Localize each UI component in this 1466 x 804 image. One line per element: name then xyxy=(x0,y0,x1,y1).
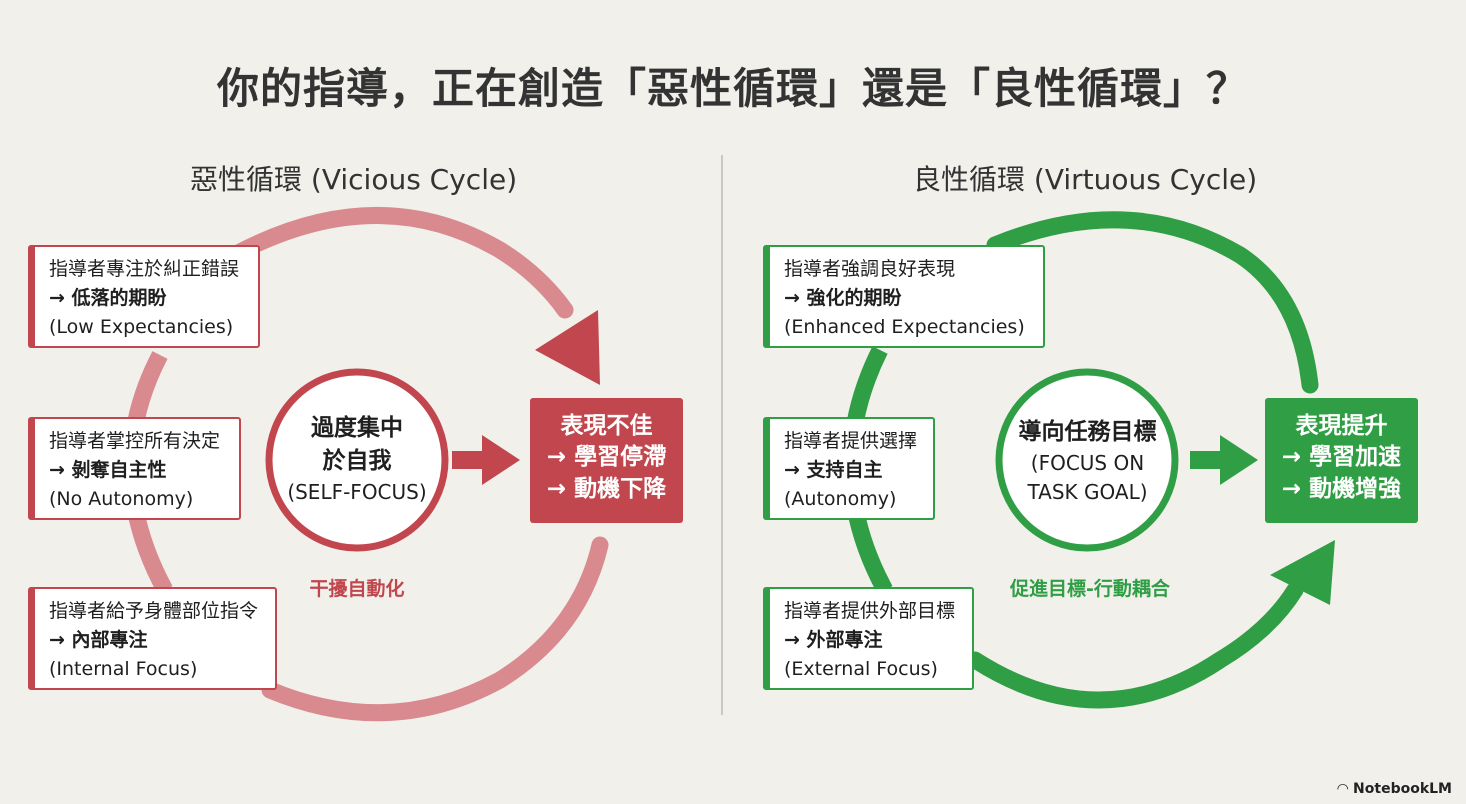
virtuous-center-circle xyxy=(995,368,1179,552)
vicious-box-3: 指導者給予身體部位指令 → 內部專注 (Internal Focus) xyxy=(28,587,277,690)
vicious-box-3-line2: → 內部專注 xyxy=(49,629,148,651)
virtuous-box-1-line2: → 強化的期盼 xyxy=(784,287,902,309)
vicious-cycle-ring xyxy=(122,207,609,722)
virtuous-box-1: 指導者強調良好表現 → 強化的期盼 (Enhanced Expectancies… xyxy=(763,245,1045,348)
vicious-heading: 惡性循環 (Vicious Cycle) xyxy=(190,163,518,196)
vicious-box-3-line1: 指導者給予身體部位指令 xyxy=(49,600,259,622)
vicious-box-3-line3: (Internal Focus) xyxy=(49,658,198,680)
vicious-center-text: 過度集中 於自我 (SELF-FOCUS) xyxy=(277,412,437,507)
vicious-center-line3: (SELF-FOCUS) xyxy=(287,480,427,504)
virtuous-result-box: 表現提升 → 學習加速 → 動機增強 xyxy=(1265,398,1418,523)
divider xyxy=(721,155,723,715)
virtuous-arrowhead-bottom xyxy=(1270,540,1335,605)
virtuous-arrow-head xyxy=(1220,435,1258,485)
brand-label: NotebookLM xyxy=(1353,781,1452,797)
virtuous-center-text: 導向任務目標 (FOCUS ON TASK GOAL) xyxy=(1000,416,1175,507)
virtuous-arc-bottom xyxy=(966,581,1304,709)
vicious-result-line2: → 學習停滯 xyxy=(546,444,667,470)
notebooklm-icon: ◠ xyxy=(1337,781,1349,797)
virtuous-result-line3: → 動機增強 xyxy=(1281,476,1402,502)
virtuous-center-line1: 導向任務目標 xyxy=(1018,419,1157,445)
vicious-arrow-head xyxy=(482,435,520,485)
vicious-box-1: 指導者專注於糾正錯誤 → 低落的期盼 (Low Expectancies) xyxy=(28,245,260,348)
virtuous-box-2-line2: → 支持自主 xyxy=(784,459,883,481)
vicious-arrow-shaft xyxy=(452,451,482,469)
virtuous-box-2-line1: 指導者提供選擇 xyxy=(784,430,918,452)
vicious-result-line3: → 動機下降 xyxy=(546,476,667,502)
vicious-result-line1: 表現不佳 xyxy=(560,413,653,439)
vicious-center-line2: 於自我 xyxy=(322,448,392,474)
vicious-arc-top xyxy=(231,207,574,319)
virtuous-box-1-line3: (Enhanced Expectancies) xyxy=(784,316,1025,338)
virtuous-box-1-line1: 指導者強調良好表現 xyxy=(784,258,956,280)
vicious-box-2-line2: → 剝奪自主性 xyxy=(49,459,167,481)
virtuous-heading: 良性循環 (Virtuous Cycle) xyxy=(913,163,1258,196)
vicious-caption: 干擾自動化 xyxy=(309,578,405,600)
vicious-box-2-line1: 指導者掌控所有決定 xyxy=(49,430,221,452)
virtuous-cycle-ring xyxy=(842,211,1335,709)
vicious-box-1-line3: (Low Expectancies) xyxy=(49,316,234,338)
vicious-box-1-line2: → 低落的期盼 xyxy=(49,287,167,309)
virtuous-box-3-line2: → 外部專注 xyxy=(784,629,883,651)
vicious-result-box: 表現不佳 → 學習停滯 → 動機下降 xyxy=(530,398,683,523)
virtuous-center-line2: (FOCUS ON xyxy=(1030,451,1145,475)
virtuous-result-line1: 表現提升 xyxy=(1295,413,1388,439)
virtuous-arc-top xyxy=(986,211,1319,394)
virtuous-result-line2: → 學習加速 xyxy=(1281,444,1402,470)
vicious-arrowhead-top xyxy=(535,310,600,385)
virtuous-box-2-line3: (Autonomy) xyxy=(784,488,897,510)
vicious-center-line1: 過度集中 xyxy=(311,415,403,441)
virtuous-box-3-line1: 指導者提供外部目標 xyxy=(784,600,956,622)
virtuous-caption: 促進目標-行動耦合 xyxy=(1010,578,1170,600)
page-title: 你的指導，正在創造「惡性循環」還是「良性循環」？ xyxy=(216,64,1249,113)
virtuous-box-2: 指導者提供選擇 → 支持自主 (Autonomy) xyxy=(763,417,935,520)
virtuous-arrow-shaft xyxy=(1190,451,1220,469)
vicious-center-circle xyxy=(265,368,449,552)
virtuous-center-line3: TASK GOAL) xyxy=(1027,480,1148,504)
vicious-box-2: 指導者掌控所有決定 → 剝奪自主性 (No Autonomy) xyxy=(28,417,241,520)
vicious-arc-bottom xyxy=(261,536,609,722)
brand-logo: ◠ NotebookLM xyxy=(1337,781,1452,797)
vicious-box-1-line1: 指導者專注於糾正錯誤 xyxy=(49,258,240,280)
virtuous-box-3: 指導者提供外部目標 → 外部專注 (External Focus) xyxy=(763,587,974,690)
virtuous-box-3-line3: (External Focus) xyxy=(784,658,938,680)
vicious-box-2-line3: (No Autonomy) xyxy=(49,488,194,510)
